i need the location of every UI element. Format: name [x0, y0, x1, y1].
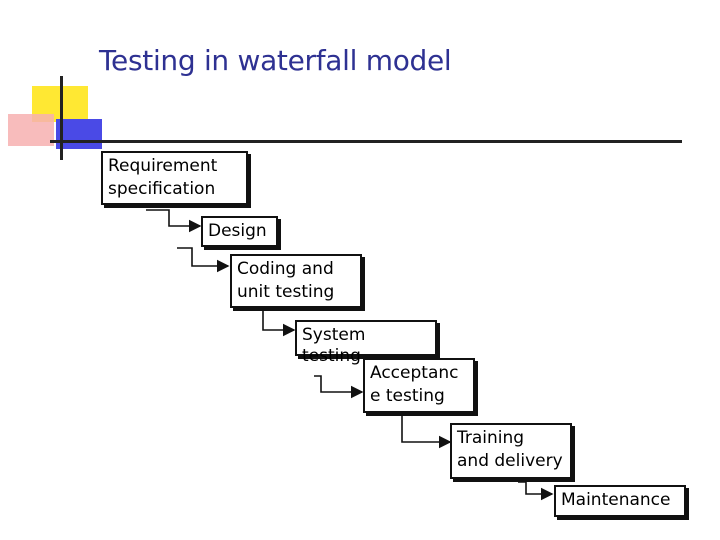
step-system-line1: System	[302, 325, 366, 345]
decor-blue-square	[56, 119, 102, 149]
arrow-training-maintenance	[518, 481, 554, 501]
step-training-line1: Training	[457, 428, 525, 448]
arrow-coding-system	[256, 308, 296, 337]
decor-horizontal-line	[50, 140, 682, 143]
step-coding-line1: Coding and	[237, 259, 334, 279]
step-maintenance-line1: Maintenance	[561, 490, 671, 510]
step-system-testing: System testing	[295, 320, 437, 366]
step-training-delivery: Training and delivery	[450, 423, 572, 479]
step-system-line2: testing	[302, 346, 361, 366]
step-requirement-line2: specification	[108, 179, 216, 199]
slide-title: Testing in waterfall model	[99, 44, 452, 77]
step-coding-unit-testing: Coding and unit testing	[230, 254, 362, 308]
arrow-acceptance-training	[401, 414, 452, 449]
step-requirement-line1: Requirement	[108, 156, 218, 176]
step-design: Design	[201, 216, 278, 247]
step-acceptance-line1: Acceptanc	[370, 363, 459, 383]
arrow-design-coding	[177, 247, 230, 273]
step-maintenance: Maintenance	[554, 485, 686, 517]
step-acceptance-testing: Acceptanc e testing	[363, 358, 475, 413]
decor-pink-square	[8, 114, 54, 146]
step-coding-line2: unit testing	[237, 282, 335, 302]
step-design-line1: Design	[208, 221, 267, 241]
decor-vertical-line	[60, 76, 63, 160]
arrow-system-acceptance	[314, 375, 364, 399]
arrow-requirement-design	[146, 209, 202, 233]
step-acceptance-line2: e testing	[370, 386, 445, 406]
step-training-line2: and delivery	[457, 451, 563, 471]
step-requirement-specification: Requirement specification	[101, 151, 248, 205]
